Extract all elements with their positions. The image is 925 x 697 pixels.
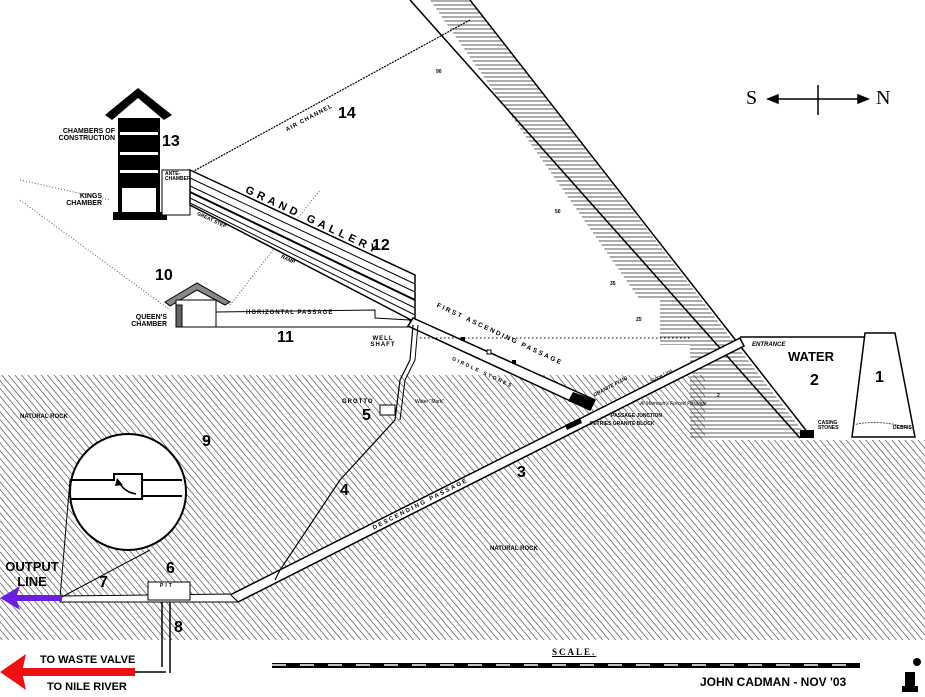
petries-granite-block-label: PETRIES GRANITE BLOCK (590, 421, 655, 427)
course-mark-50: 50 (555, 209, 561, 215)
well-shaft-label: WELL SHAFT (370, 336, 396, 348)
to-nile-river-label: TO NILE RIVER (47, 681, 127, 693)
course-mark-90: 90 (436, 69, 442, 75)
scale-label: SCALE. (552, 647, 597, 657)
kings-chamber-stack (105, 88, 191, 220)
natural-rock-hatching (0, 375, 925, 640)
scale-bar (272, 663, 860, 668)
casing-stone (800, 430, 814, 438)
marker-3: 3 (517, 464, 526, 481)
marker-12: 12 (372, 237, 390, 254)
compass (765, 85, 871, 115)
marker-13: 13 (162, 133, 180, 150)
output-line-arrow (12, 595, 62, 601)
marker-7: 7 (99, 574, 108, 591)
output-line-label: OUTPUT LINE (5, 559, 59, 589)
course-mark-35: 35 (610, 281, 616, 287)
water-label: WATER (788, 349, 834, 364)
queens-chamber-label: QUEEN'S CHAMBER (131, 314, 167, 328)
water-mark-label: Water "Mark" (415, 399, 445, 405)
valve-detail-inset (59, 433, 187, 599)
to-waste-valve-label: TO WASTE VALVE (40, 654, 136, 666)
course-mark-25: 25 (636, 317, 642, 323)
marker-5: 5 (362, 407, 371, 424)
author-logo (902, 658, 921, 692)
well-shaft (274, 324, 414, 581)
marker-9: 9 (202, 433, 211, 450)
waste-arrow (20, 668, 135, 676)
pit-label: PIT (160, 583, 174, 589)
queens-chamber (164, 282, 411, 328)
horizontal-passage-label: HORIZONTAL PASSAGE (246, 310, 334, 316)
entrance-label: ENTRANCE (752, 342, 786, 348)
marker-8: 8 (174, 619, 183, 636)
compass-north: N (876, 87, 891, 109)
casing-stones-label: CASING STONES (818, 420, 839, 431)
dam (851, 332, 916, 438)
marker-11: 11 (277, 329, 294, 346)
grotto (379, 404, 396, 416)
passage-junction-label: PASSAGE JUNCTION (611, 413, 663, 419)
debris-label: DEBRIS (893, 425, 912, 431)
natural-rock-label-left: NATURAL ROCK (20, 414, 68, 420)
chambers-of-construction-label: CHAMBERS OF CONSTRUCTION (58, 128, 115, 142)
forced-passage-label: Al Mamoun's Forced Passage (640, 401, 707, 407)
course-mark-2: 2 (717, 393, 720, 399)
first-ascending-passage (406, 317, 597, 411)
marker-2: 2 (810, 372, 819, 389)
natural-rock-label-center: NATURAL ROCK (490, 546, 538, 552)
grotto-label: GROTTO (342, 399, 374, 405)
author-credit: JOHN CADMAN - NOV '03 (700, 675, 847, 689)
marker-6: 6 (166, 560, 175, 577)
waste-pipe (161, 602, 171, 673)
marker-1: 1 (875, 369, 884, 386)
marker-14: 14 (338, 105, 356, 122)
kings-chamber-label: KINGS CHAMBER (66, 193, 102, 207)
pyramid-steps-hatching (430, 0, 808, 438)
marker-10: 10 (155, 267, 173, 284)
pit (147, 581, 191, 601)
marker-4: 4 (340, 482, 349, 499)
compass-south: S (746, 87, 758, 109)
air-channel (191, 19, 471, 173)
antechamber-label: ANTE-CHAMBER (165, 171, 191, 182)
